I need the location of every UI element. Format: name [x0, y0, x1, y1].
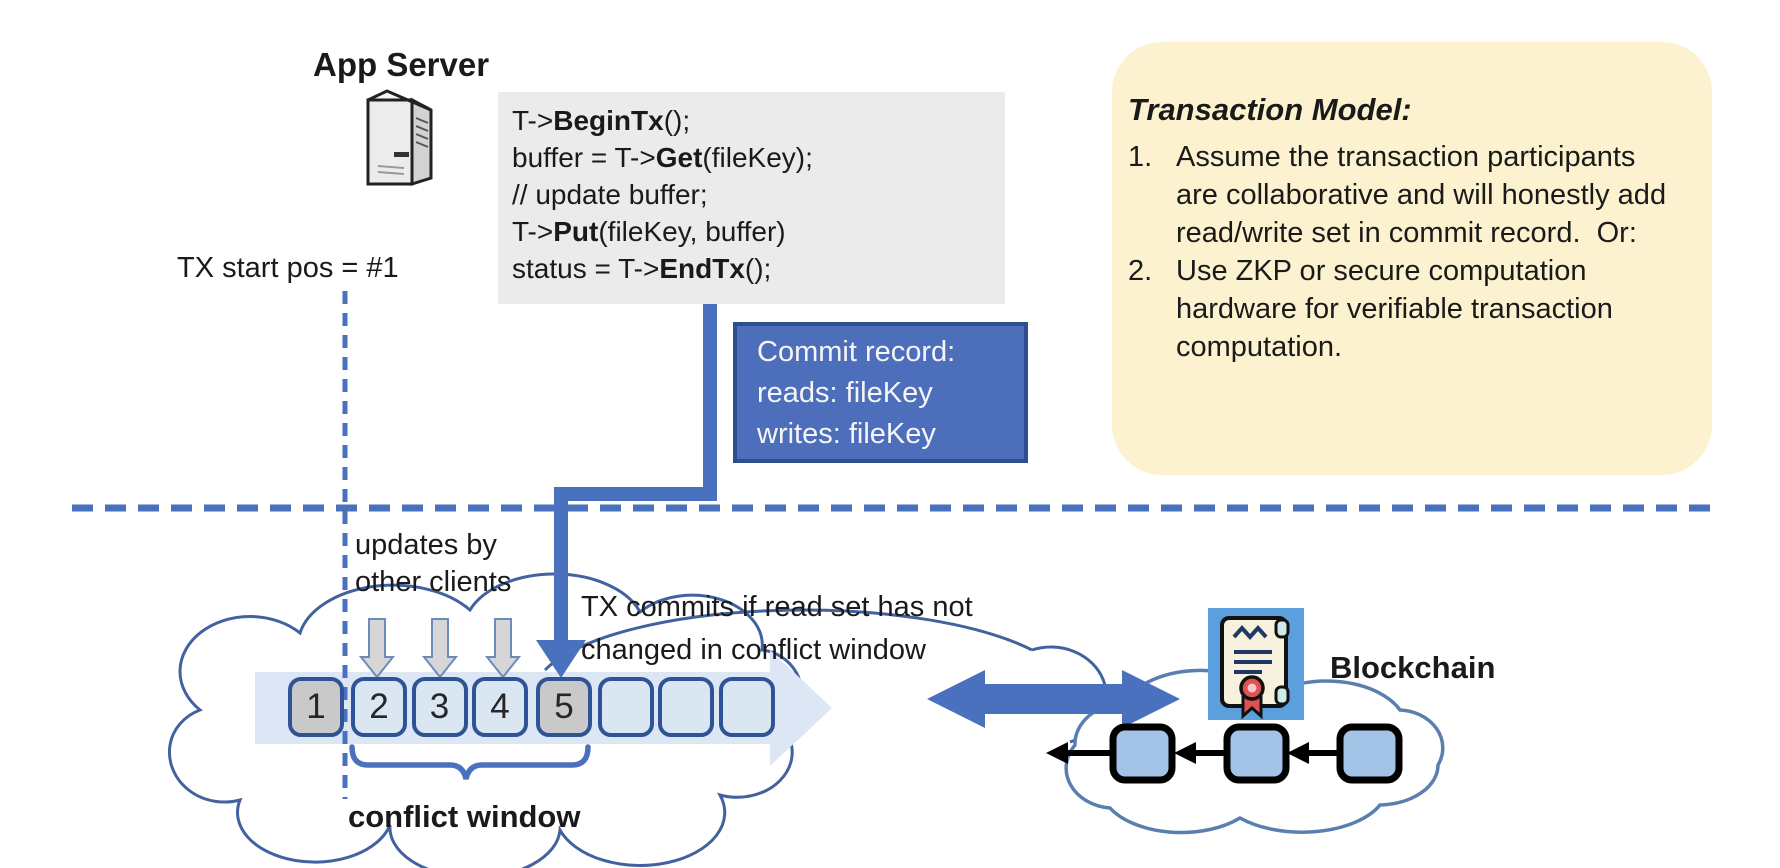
tx-commits-note: TX commits if read set has not changed in…: [581, 586, 973, 672]
update-arrow-icon: [484, 618, 522, 679]
code-line: // update buffer;: [512, 179, 708, 210]
app-server-title: App Server: [313, 46, 490, 83]
commit-record-box: Commit record: reads: fileKey writes: file…: [733, 322, 1028, 463]
transaction-model-item: 2.Use ZKP or secure computation hardware…: [1128, 255, 1621, 363]
cloud-puff-arc: [543, 608, 1033, 672]
certificate-icon: [1208, 608, 1304, 720]
timeline-box-5: 5: [536, 677, 592, 737]
conflict-window-label: conflict window: [348, 799, 581, 834]
updates-by-other-clients-label: updates by other clients: [355, 529, 512, 598]
code-line: status = T->EndTx();: [512, 253, 772, 284]
code-line: T->BeginTx();: [512, 105, 691, 136]
server-icon: [366, 89, 433, 187]
timeline-box-3: 3: [411, 677, 468, 737]
blockchain-block: [1223, 723, 1290, 784]
blockchain-blocks: [1109, 723, 1403, 784]
sync-double-arrow: [927, 670, 1180, 728]
commit-connector-arrow: [536, 300, 717, 678]
commit-record-line: reads: fileKey: [757, 377, 933, 409]
chain-links: [1046, 742, 1340, 764]
update-arrows: [358, 618, 522, 679]
blockchain-block: [1336, 723, 1403, 784]
timeline-box-2: 2: [351, 677, 407, 737]
transaction-model-title: Transaction Model:: [1128, 92, 1412, 127]
transaction-code-block: T->BeginTx(); buffer = T->Get(fileKey); //…: [498, 92, 1005, 304]
timeline-box-empty-8: [718, 677, 775, 737]
tx-commits-note-line: changed in conflict window: [581, 634, 926, 666]
timeline-box-4: 4: [472, 677, 528, 737]
commit-record-line: Commit record:: [757, 336, 956, 368]
update-arrow-icon: [421, 618, 459, 679]
blockchain-label: Blockchain: [1330, 650, 1496, 685]
blockchain-block: [1109, 723, 1176, 784]
transaction-model-item: 1.Assume the transaction participants ar…: [1128, 141, 1675, 249]
update-arrow-icon: [358, 618, 396, 679]
code-line: T->Put(fileKey, buffer): [512, 216, 786, 247]
code-line: buffer = T->Get(fileKey);: [512, 142, 813, 173]
transaction-model-box: Transaction Model: 1.Assume the transact…: [1112, 42, 1712, 475]
timeline-box-1: 1: [288, 677, 344, 737]
tx-commits-note-line: TX commits if read set has not: [581, 591, 973, 623]
transaction-model-list: 1.Assume the transaction participants ar…: [1128, 138, 1686, 366]
timeline-box-empty-7: [658, 677, 714, 737]
conflict-window-brace: [349, 744, 591, 780]
commit-record-line: writes: fileKey: [757, 418, 936, 450]
timeline-box-empty-6: [597, 677, 654, 737]
tx-start-pos-label: TX start pos = #1: [177, 252, 399, 284]
